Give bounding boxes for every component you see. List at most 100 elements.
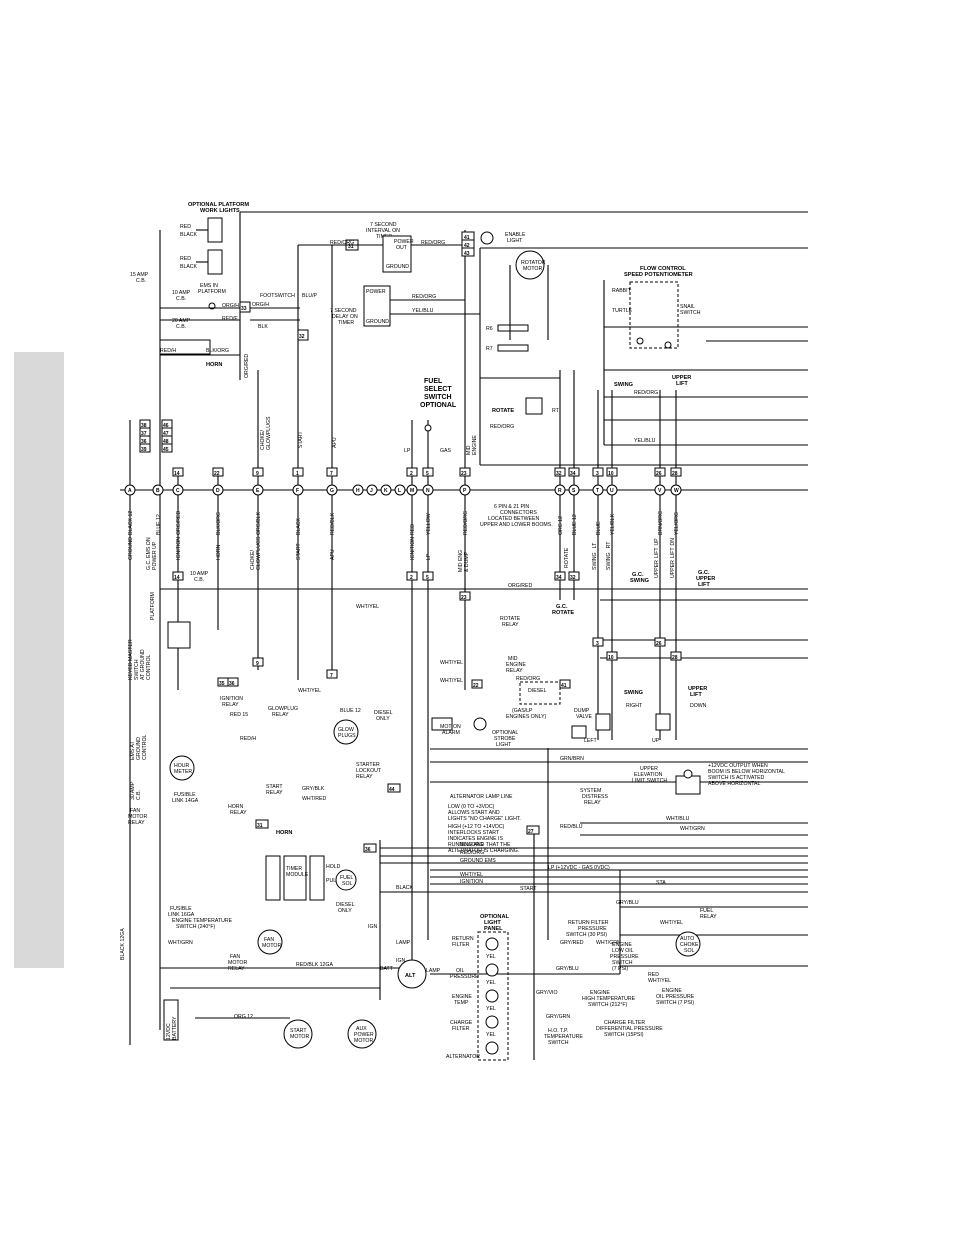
svg-text:RIGHT: RIGHT (626, 703, 643, 709)
svg-text:FAN: FAN (264, 937, 274, 943)
svg-text:LOW OIL: LOW OIL (612, 948, 634, 954)
svg-text:YEL: YEL (486, 1006, 496, 1012)
svg-text:C.B.: C.B. (194, 577, 204, 583)
svg-text:30 AMPC.B.: 30 AMPC.B. (130, 781, 142, 800)
svg-text:SWITCH (240°F): SWITCH (240°F) (176, 924, 216, 930)
svg-text:WHT/YEL: WHT/YEL (460, 872, 483, 878)
svg-text:SYSTEM: SYSTEM (580, 788, 601, 794)
svg-text:MIDENGINE: MIDENGINE (466, 435, 478, 455)
svg-text:9: 9 (256, 471, 259, 477)
svg-text:28: 28 (672, 655, 678, 661)
svg-text:WORK LIGHTS: WORK LIGHTS (200, 208, 240, 214)
black-label-2: BLACK (180, 264, 198, 270)
svg-text:OPTIONAL: OPTIONAL (480, 914, 509, 920)
svg-text:23: 23 (461, 471, 467, 477)
svg-text:43: 43 (464, 251, 470, 257)
svg-text:APU: APU (330, 549, 336, 560)
svg-text:MID ENG& DUMP: MID ENG& DUMP (458, 550, 470, 572)
svg-text:START: START (298, 431, 304, 448)
svg-text:9: 9 (256, 661, 259, 667)
svg-text:RELAY: RELAY (356, 774, 373, 780)
svg-text:MOTOR: MOTOR (523, 266, 542, 272)
svg-text:PLATFORM: PLATFORM (150, 592, 156, 620)
svg-text:MOTOR: MOTOR (290, 1034, 309, 1040)
svg-text:TEMP: TEMP (454, 1000, 469, 1006)
svg-text:RUNNING AND THAT THE: RUNNING AND THAT THE (448, 842, 511, 848)
svg-text:HORN: HORN (216, 544, 222, 560)
svg-text:12VDCBATTERY: 12VDCBATTERY (166, 1016, 178, 1040)
svg-text:LAMP: LAMP (426, 968, 441, 974)
svg-text:SOL: SOL (342, 881, 352, 887)
svg-text:CHOKE: CHOKE (680, 942, 699, 948)
svg-text:SWITCH: SWITCH (424, 394, 452, 401)
svg-text:SOL: SOL (684, 948, 694, 954)
fuel-relay-auto-choke: FUEL RELAY AUTO CHOKE SOL WHT/YEL ENGINE… (648, 908, 717, 1006)
connector-pin-letter: A (128, 488, 132, 494)
svg-text:ROTATE: ROTATE (552, 610, 574, 616)
connector-pin-j (366, 484, 378, 496)
svg-text:INTERLOCKS START: INTERLOCKS START (448, 830, 500, 836)
rotator-motor: ROTATOR MOTOR R6 R7 ROTATE LT RT RED/ORG (480, 250, 560, 430)
svg-text:2: 2 (410, 575, 413, 581)
svg-text:STA: STA (656, 880, 666, 886)
svg-text:SWITCH: SWITCH (612, 960, 633, 966)
connector-pin-letter: D (216, 488, 220, 494)
svg-text:44: 44 (389, 787, 395, 793)
svg-text:DIFFERENTIAL PRESSURE: DIFFERENTIAL PRESSURE (596, 1026, 663, 1032)
svg-text:YEL/BLU: YEL/BLU (634, 438, 656, 444)
upper-column-labels: ORG/RED CHOKE/GLOWPLUGS START APU MIDENG… (244, 354, 478, 455)
connector-wire-label: YEL/ORG (674, 512, 680, 535)
svg-text:46: 46 (163, 423, 169, 429)
connector-wire-label: ORG/RED (176, 511, 182, 535)
svg-text:SWITCH (15PSI): SWITCH (15PSI) (604, 1032, 644, 1038)
connector-pin-letter: N (426, 488, 430, 494)
svg-text:UP: UP (652, 738, 660, 744)
svg-text:RED/ORG: RED/ORG (634, 390, 658, 396)
svg-text:ORG/H: ORG/H (252, 302, 269, 308)
svg-text:ENGINE: ENGINE (506, 662, 526, 668)
svg-text:TEMPERATURE: TEMPERATURE (544, 1034, 583, 1040)
svg-text:LIGHT: LIGHT (496, 742, 512, 748)
connector-pin-r (554, 484, 566, 496)
svg-text:FAN: FAN (230, 954, 240, 960)
svg-text:UPPER: UPPER (640, 766, 658, 772)
svg-text:LEFT: LEFT (584, 738, 598, 744)
footswitch: FOOTSWITCH BLU/P ORG/H BLK 32 (250, 293, 318, 341)
connector-wire-label: RED/BLK (330, 512, 336, 535)
svg-text:RED/ORG: RED/ORG (490, 424, 514, 430)
svg-text:SWING: SWING (624, 690, 643, 696)
svg-text:BLU/P: BLU/P (302, 293, 318, 299)
svg-text:2: 2 (410, 471, 413, 477)
swing-upper-lift-switches: SWING RED/ORG UPPER LIFT YEL/BLU (614, 375, 691, 444)
svg-text:ORG/RED: ORG/RED (508, 583, 532, 589)
svg-text:SNAIL: SNAIL (680, 304, 695, 310)
svg-text:RELAY: RELAY (266, 790, 283, 796)
svg-text:35: 35 (219, 681, 225, 687)
svg-text:GLOWPLUG: GLOWPLUG (268, 706, 298, 712)
svg-text:WHT/GRN: WHT/GRN (168, 940, 193, 946)
connector-pin-h (352, 484, 364, 496)
connector-pin-letter: E (256, 488, 260, 494)
svg-text:14: 14 (174, 575, 180, 581)
svg-text:POWER: POWER (366, 289, 386, 295)
svg-text:BLACK 12GA: BLACK 12GA (120, 928, 126, 960)
connector-wire-label: YEL/BLK (610, 513, 616, 535)
bus-wires (120, 211, 808, 1019)
svg-text:SWITCH (212°F): SWITCH (212°F) (588, 1002, 628, 1008)
svg-text:OIL: OIL (456, 968, 464, 974)
svg-text:MOTOR: MOTOR (228, 960, 247, 966)
svg-text:RELAY: RELAY (222, 702, 239, 708)
svg-text:5: 5 (426, 575, 429, 581)
connector-wire-label: BLACK (296, 517, 302, 535)
svg-text:6 PIN & 21 PIN: 6 PIN & 21 PIN (494, 504, 529, 510)
svg-text:45: 45 (163, 447, 169, 453)
svg-text:RED/ORG: RED/ORG (460, 850, 484, 856)
svg-text:KEYED MASTERSWITCHAT GROUNDCON: KEYED MASTERSWITCHAT GROUNDCONTROL (128, 639, 152, 680)
svg-text:RELAY: RELAY (230, 810, 247, 816)
svg-text:GRN/BRN: GRN/BRN (560, 756, 584, 762)
svg-text:SWITCH: SWITCH (680, 310, 701, 316)
svg-text:LP: LP (426, 553, 432, 560)
svg-text:PRESSURE: PRESSURE (450, 974, 479, 980)
